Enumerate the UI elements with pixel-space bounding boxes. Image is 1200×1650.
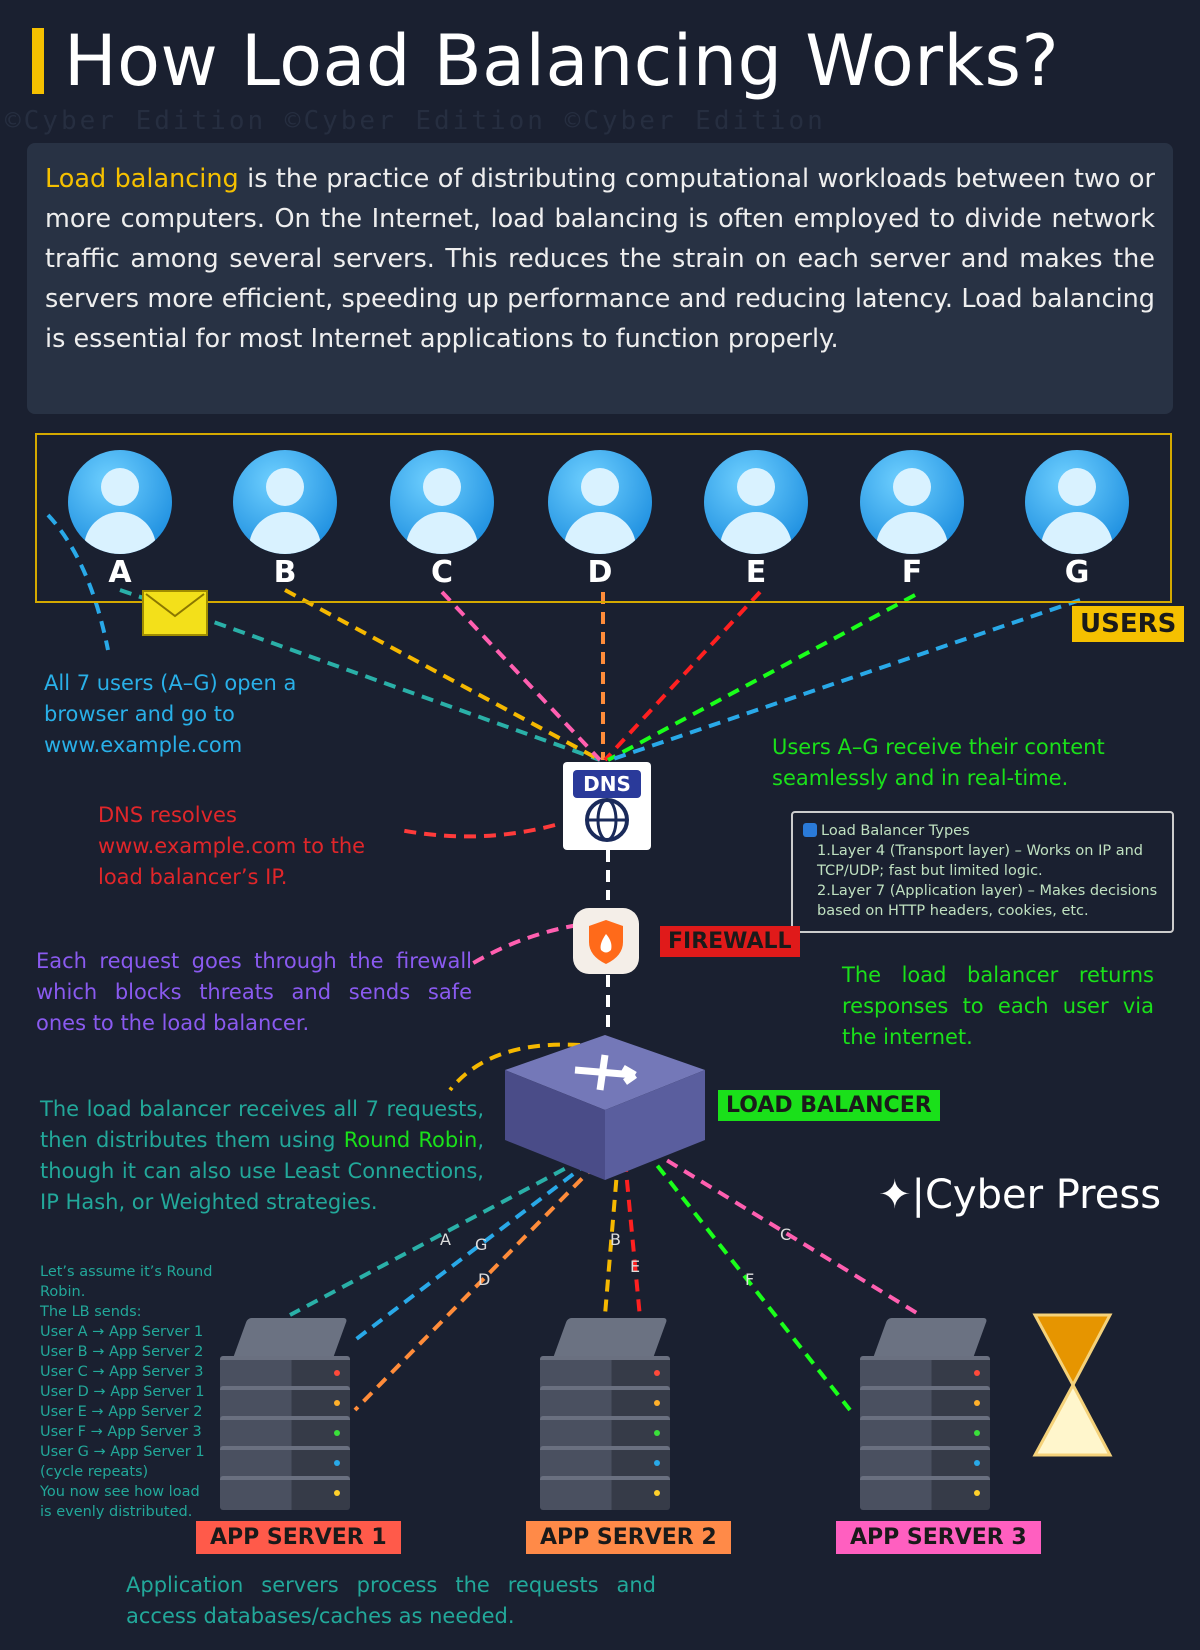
lb-types-box: Load Balancer Types 1.Layer 4 (Transport… <box>791 811 1174 933</box>
note-app-servers: Application servers process the requests… <box>126 1573 656 1628</box>
lb-type-item: 1.Layer 4 (Transport layer) – Works on I… <box>817 843 1143 879</box>
line-lb-g <box>353 1148 607 1342</box>
user-f-avatar[interactable] <box>860 450 964 554</box>
arrow-dns <box>399 823 556 839</box>
arrow-users-open <box>46 513 110 651</box>
round-robin-list: Let’s assume it’s Round Robin. The LB se… <box>40 1262 240 1522</box>
intro-highlight: Load balancing <box>45 164 239 194</box>
user-label: D <box>587 555 613 590</box>
brand-name: |Cyber Press <box>911 1172 1162 1218</box>
line-lb-e <box>623 1159 647 1371</box>
round-robin-highlight: Round Robin <box>343 1128 478 1152</box>
user-d-avatar[interactable] <box>548 450 652 554</box>
line-user-c <box>440 590 602 762</box>
arrow-lb <box>448 1042 581 1092</box>
refresh-icon <box>803 823 817 837</box>
user-e-avatar[interactable] <box>704 450 808 554</box>
watermark: ©Cyber Edition ©Cyber Edition ©Cyber Edi… <box>5 106 826 136</box>
user-a-avatar[interactable] <box>68 450 172 554</box>
page-title: How Load Balancing Works? <box>64 20 1060 102</box>
intro-text: is the practice of distributing computat… <box>45 164 1155 354</box>
user-c-avatar[interactable] <box>390 450 494 554</box>
app-server-2-label: APP SERVER 2 <box>526 1521 731 1554</box>
user-label: G <box>1064 555 1090 590</box>
svg-text:E: E <box>630 1257 640 1276</box>
note-lb-post: , though it can also use Least Connectio… <box>40 1128 484 1214</box>
note-dns: DNS resolves www.example.com to the load… <box>98 803 366 889</box>
dns-icon: DNS <box>563 762 651 850</box>
svg-text:D: D <box>478 1270 490 1289</box>
app-server-1-label: APP SERVER 1 <box>196 1521 401 1554</box>
rr-line: (cycle repeats) <box>40 1464 149 1480</box>
firewall-icon <box>573 908 639 974</box>
users-label: USERS <box>1072 606 1185 642</box>
user-b-avatar[interactable] <box>233 450 337 554</box>
line-user-f <box>607 593 916 762</box>
line-user-b <box>284 588 601 762</box>
user-label: E <box>745 555 767 590</box>
svg-text:B: B <box>610 1230 621 1249</box>
line-lb-f <box>643 1148 852 1412</box>
route-label-a: A <box>440 1230 451 1249</box>
user-label: A <box>108 555 132 590</box>
rr-line: User A → App Server 1 <box>40 1324 204 1340</box>
line-lb-c <box>648 1148 922 1317</box>
rr-line: User D → App Server 1 <box>40 1384 205 1400</box>
lb-types-title: Load Balancer Types <box>821 823 970 839</box>
rr-line: Let’s assume it’s Round Robin. <box>40 1264 213 1300</box>
user-label: C <box>430 555 454 590</box>
user-label: F <box>901 555 923 590</box>
title-accent-bar <box>32 28 44 94</box>
note-users-open: All 7 users (A–G) open a browser and go … <box>44 671 297 757</box>
app-server-3-icon[interactable] <box>860 1318 990 1510</box>
note-lb-pre: The load balancer receives all 7 request… <box>40 1097 484 1152</box>
rr-line: User B → App Server 2 <box>40 1344 204 1360</box>
note-lb-distribution: The load balancer receives all 7 request… <box>40 1094 484 1218</box>
arrow-fw <box>468 923 579 967</box>
rr-line: The LB sends: <box>40 1304 142 1320</box>
users-box <box>35 433 1172 603</box>
note-users-receive: Users A–G receive their content seamless… <box>772 735 1105 790</box>
rr-line: User G → App Server 1 <box>40 1444 205 1460</box>
intro-paragraph: Load balancing is the practice of distri… <box>27 143 1173 414</box>
hourglass-icon <box>1032 1313 1113 1457</box>
app-server-2-icon[interactable] <box>540 1318 670 1510</box>
envelope-icon <box>142 590 208 636</box>
app-server-1-icon[interactable] <box>220 1318 350 1510</box>
svg-text:F: F <box>745 1270 754 1289</box>
rr-line: is evenly distributed. <box>40 1504 193 1520</box>
svg-text:C: C <box>780 1225 791 1244</box>
lb-type-item: 2.Layer 7 (Application layer) – Makes de… <box>817 883 1158 919</box>
firewall-label: FIREWALL <box>660 926 800 957</box>
brand-logo: ✦|Cyber Press <box>878 1172 1161 1218</box>
line-lb-d <box>353 1148 612 1412</box>
note-firewall: Each request goes through the firewall w… <box>36 949 472 1035</box>
load-balancer-icon <box>505 1030 705 1180</box>
user-label: B <box>273 555 297 590</box>
rr-line: User F → App Server 3 <box>40 1424 202 1440</box>
app-server-3-label: APP SERVER 3 <box>836 1521 1041 1554</box>
note-lb-returns: The load balancer returns responses to e… <box>842 963 1154 1049</box>
line-user-e <box>603 590 762 762</box>
svg-text:G: G <box>475 1235 487 1254</box>
rr-line: User C → App Server 3 <box>40 1364 204 1380</box>
load-balancer-label: LOAD BALANCER <box>718 1090 940 1121</box>
line-user-g <box>609 598 1081 762</box>
user-g-avatar[interactable] <box>1025 450 1129 554</box>
rr-line: User E → App Server 2 <box>40 1404 203 1420</box>
rr-line: You now see how load <box>40 1484 200 1500</box>
brand-diamond-icon: ✦ <box>878 1172 912 1218</box>
dns-label: DNS <box>573 770 641 798</box>
line-lb-b <box>603 1159 620 1316</box>
